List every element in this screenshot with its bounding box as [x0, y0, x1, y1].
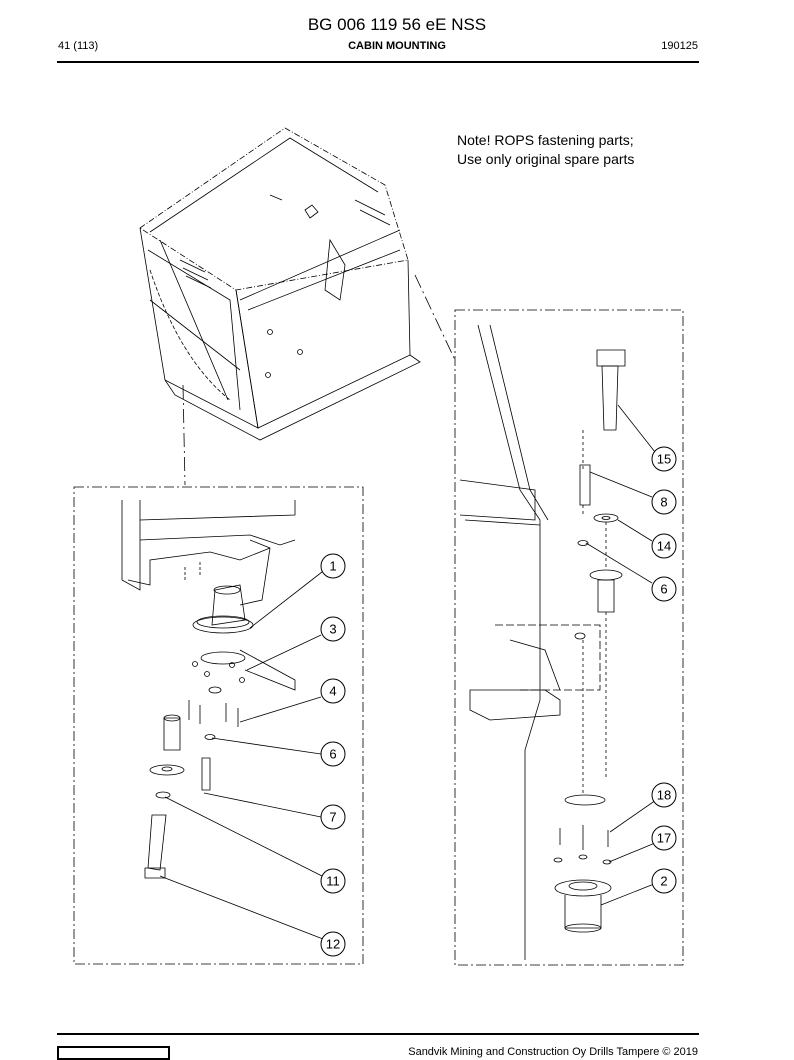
- right-leaders: [585, 404, 657, 906]
- svg-text:14: 14: [657, 539, 671, 554]
- svg-text:11: 11: [326, 874, 340, 889]
- svg-text:18: 18: [657, 788, 671, 803]
- cabin-leader-left: [182, 384, 186, 486]
- page-number: 41 (113): [58, 40, 99, 52]
- callout-7: 7: [320, 804, 346, 830]
- rops-note: Note! ROPS fastening parts; Use only ori…: [457, 131, 634, 169]
- callout-1: 1: [320, 553, 346, 579]
- callout-4: 4: [320, 678, 346, 704]
- left-leaders: [159, 571, 324, 940]
- callout-18: 18: [651, 782, 677, 808]
- sandvik-logo: [57, 1046, 170, 1060]
- svg-text:15: 15: [657, 452, 671, 467]
- callout-8: 8: [651, 489, 677, 515]
- svg-text:1: 1: [329, 559, 336, 574]
- footer-copyright: Sandvik Mining and Construction Oy Drill…: [408, 1046, 698, 1058]
- callout-2: 2: [651, 868, 677, 894]
- callout-12: 12: [320, 931, 346, 957]
- svg-text:12: 12: [326, 937, 340, 952]
- callout-17: 17: [651, 825, 677, 851]
- svg-text:8: 8: [660, 495, 667, 510]
- right-detail-frame: [454, 309, 684, 966]
- document-date: 190125: [661, 40, 698, 52]
- svg-text:7: 7: [329, 810, 336, 825]
- svg-text:4: 4: [329, 684, 336, 699]
- callout-6-right: 6: [651, 576, 677, 602]
- callout-6-left: 6: [320, 741, 346, 767]
- callout-11: 11: [320, 868, 346, 894]
- note-line-1: Note! ROPS fastening parts;: [457, 132, 634, 148]
- callout-14: 14: [651, 533, 677, 559]
- cabin-leader-right: [414, 274, 456, 361]
- callout-3: 3: [320, 616, 346, 642]
- svg-text:17: 17: [657, 831, 671, 846]
- left-mount-assembly: [121, 500, 296, 879]
- footer-rule: [57, 1033, 699, 1035]
- note-line-2: Use only original spare parts: [457, 151, 635, 167]
- cabin-illustration: [139, 127, 421, 441]
- callout-15: 15: [651, 446, 677, 472]
- svg-text:6: 6: [329, 747, 336, 762]
- section-title: CABIN MOUNTING: [348, 40, 446, 52]
- svg-text:3: 3: [329, 622, 336, 637]
- left-detail-frame: [73, 486, 364, 965]
- header-rule: [57, 61, 699, 63]
- document-id: BG 006 119 56 eE NSS: [307, 15, 487, 34]
- svg-text:6: 6: [660, 582, 667, 597]
- right-mount-assembly: [459, 324, 626, 960]
- svg-text:2: 2: [660, 874, 667, 889]
